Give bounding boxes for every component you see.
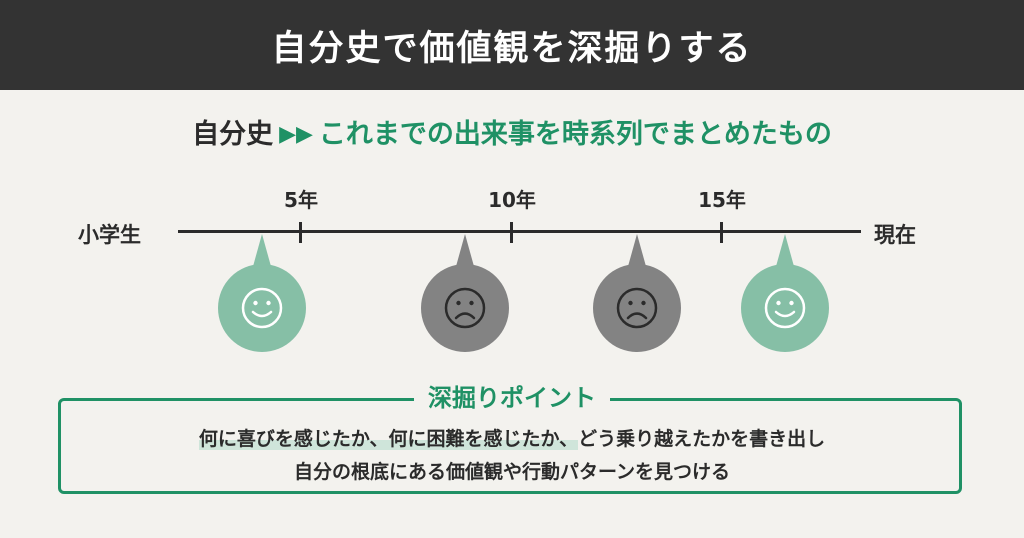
timeline-tick	[720, 222, 723, 243]
double-arrow-icon: ▶▶	[279, 122, 313, 147]
definition-text: これまでの出来事を時系列でまとめたもの	[318, 119, 832, 150]
frowning-face-icon	[421, 234, 509, 352]
definition-term: 自分史	[192, 119, 274, 150]
point-text: どう乗り越えたかを書き出し	[578, 428, 826, 450]
header-bar: 自分史で価値観を深掘りする	[0, 0, 1024, 90]
frowning-face-icon	[593, 234, 681, 352]
smiley-face-icon	[218, 234, 306, 352]
timeline-tick	[299, 222, 302, 243]
timeline-start-label: 小学生	[78, 223, 141, 247]
speech-pointer	[455, 234, 475, 270]
definition-line: 自分史▶▶これまでの出来事を時系列でまとめたもの	[0, 112, 1024, 151]
speech-pointer	[775, 234, 795, 270]
timeline-tick-label: 10年	[488, 188, 536, 212]
timeline-tick-label: 5年	[284, 188, 318, 212]
point-highlight-text: 何に喜びを感じたか、何に困難を感じたか、	[198, 428, 579, 450]
smiley-face-icon	[741, 234, 829, 352]
point-title: 深掘りポイント	[414, 378, 610, 413]
timeline-axis	[178, 230, 861, 233]
point-line-2: 自分の根底にある価値観や行動パターンを見つける	[293, 461, 731, 483]
speech-pointer	[252, 234, 272, 270]
page-title: 自分史で価値観を深掘りする	[271, 28, 753, 69]
timeline-tick-label: 15年	[698, 188, 746, 212]
timeline-end-label: 現在	[874, 223, 916, 247]
timeline-tick	[510, 222, 513, 243]
point-line-1: 何に喜びを感じたか、何に困難を感じたか、どう乗り越えたかを書き出し	[0, 424, 1024, 451]
speech-pointer	[627, 234, 647, 270]
point-title-wrap: 深掘りポイント	[0, 378, 1024, 413]
